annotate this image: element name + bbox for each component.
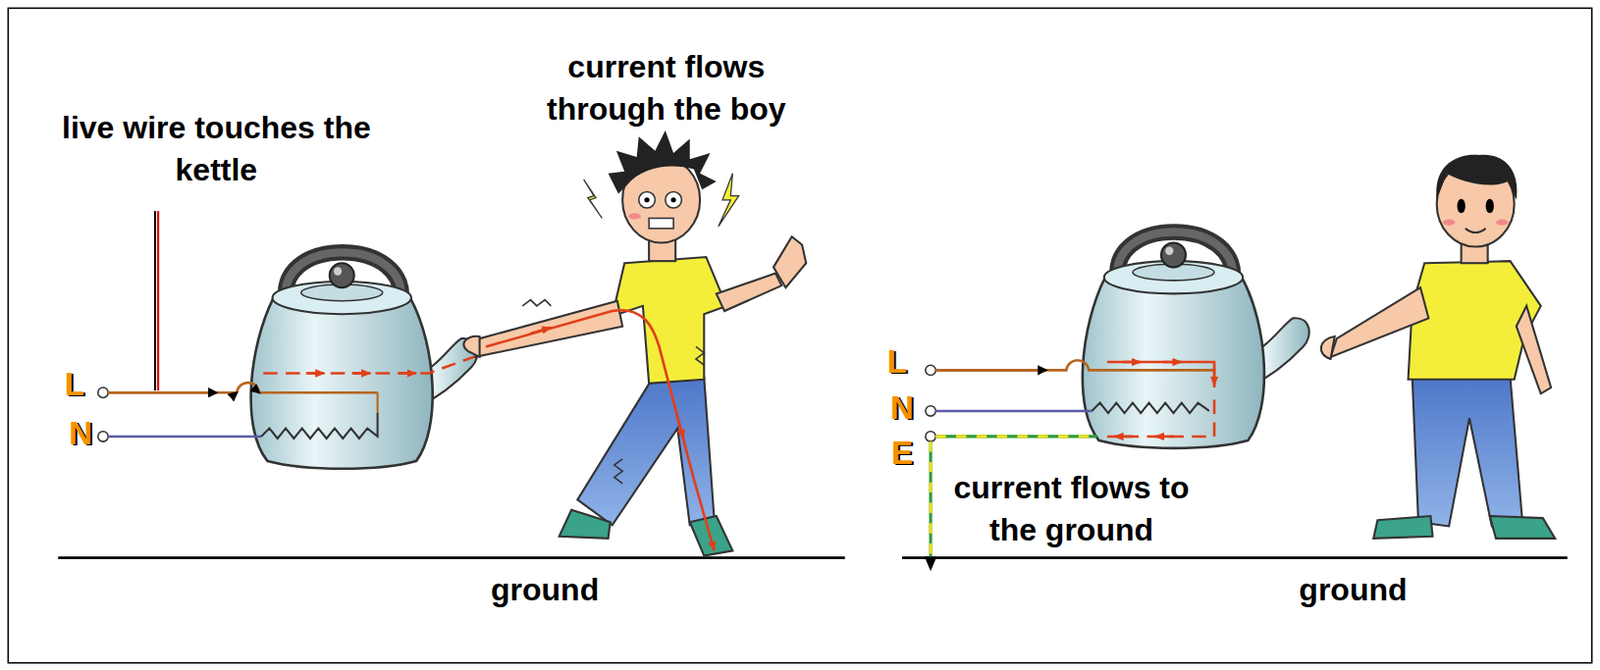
live-wire [925,365,936,375]
shocked-boy [584,179,603,219]
neutral-wire [935,410,1092,414]
neutral-wire [107,435,262,439]
terminal-label: L [881,344,912,380]
live-wire [98,387,108,398]
live-wire [107,382,377,393]
neutral-wire [1091,403,1210,414]
terminal-label: E [886,435,917,472]
safe-boy [1465,228,1487,233]
safe-boy [1495,219,1508,226]
shocked-boy [614,459,623,484]
current-through-body [485,310,715,551]
shocked-boy [522,300,551,307]
callout-text: current flows through the boy [513,46,820,131]
safe-boy [1456,199,1465,214]
current-path [1107,362,1215,437]
current-path [352,372,372,375]
earth-wire [925,431,936,442]
safe-boy [1321,336,1335,360]
shocked-boy [608,130,717,194]
ground-line [902,556,1568,560]
shocked-boy [665,191,683,209]
ground-label: ground [442,569,647,612]
ground-line [57,556,845,560]
earth-wire [929,441,933,560]
shocked-boy [559,510,611,539]
neutral-wire [261,413,378,439]
current-path [1107,362,1215,388]
current-through-body [677,418,684,439]
current-path [306,372,325,375]
callout-text: live wire touches the kettle [48,106,385,192]
live-wire [935,360,1215,371]
leader-line [154,211,157,391]
current-path [1163,361,1182,365]
neutral-wire [98,431,108,442]
callout-text: current flows to the ground [937,467,1205,552]
earth-wire [929,441,933,560]
shocked-boy [716,273,783,312]
current-path [1213,367,1217,386]
earth-wire [935,434,1097,438]
terminal-label: N [886,390,917,427]
ground-line [57,557,845,559]
current-path [1114,435,1133,439]
safe-boy [1490,516,1556,539]
safe-boy [1373,516,1433,539]
shocked-boy [612,257,727,384]
safe-boy [1436,155,1517,201]
current-path [397,372,417,375]
neutral-wire [925,406,936,417]
current-through-body [531,327,552,334]
terminal-label: L [58,367,90,403]
shocked-boy [628,213,640,219]
shocked-boy [463,336,480,358]
ground-line [902,557,1568,559]
safe-boy [1442,219,1455,226]
neutral-wire [98,413,378,442]
current-path [263,355,480,374]
live-wire [107,391,216,395]
shocked-boy [773,236,806,288]
safe-boy [1486,199,1494,214]
live-wire [376,392,379,414]
safe-boy [1321,155,1555,539]
current-path [1107,400,1215,437]
kettle [251,252,479,469]
earth-wire [924,557,937,573]
current-path [1155,435,1174,439]
earth-wire [935,434,1097,438]
shocked-boy [648,217,674,228]
leader-line [157,211,160,391]
shocked-boy [718,173,740,227]
safe-boy [1516,306,1551,394]
shocked-boy [639,191,656,209]
ground-label: ground [1250,569,1455,612]
shocked-boy [577,377,714,527]
neutral-wire [925,403,1210,418]
kettle [1082,232,1310,449]
terminal-label: N [65,416,97,452]
live-wire [925,360,1215,375]
safe-boy [1412,377,1523,528]
live-wire [98,382,378,414]
current-through-body [485,310,715,551]
current-path [1121,361,1141,365]
safe-boy [1331,287,1430,358]
frame [7,7,1592,663]
shocked-boy [475,301,623,358]
leader-line [155,211,159,391]
shocked-boy [670,197,676,203]
shocked-boy [643,197,649,203]
shocked-boy [463,130,806,556]
current-path [263,355,480,374]
shocked-boy [695,346,704,366]
live-wire [935,369,1046,373]
